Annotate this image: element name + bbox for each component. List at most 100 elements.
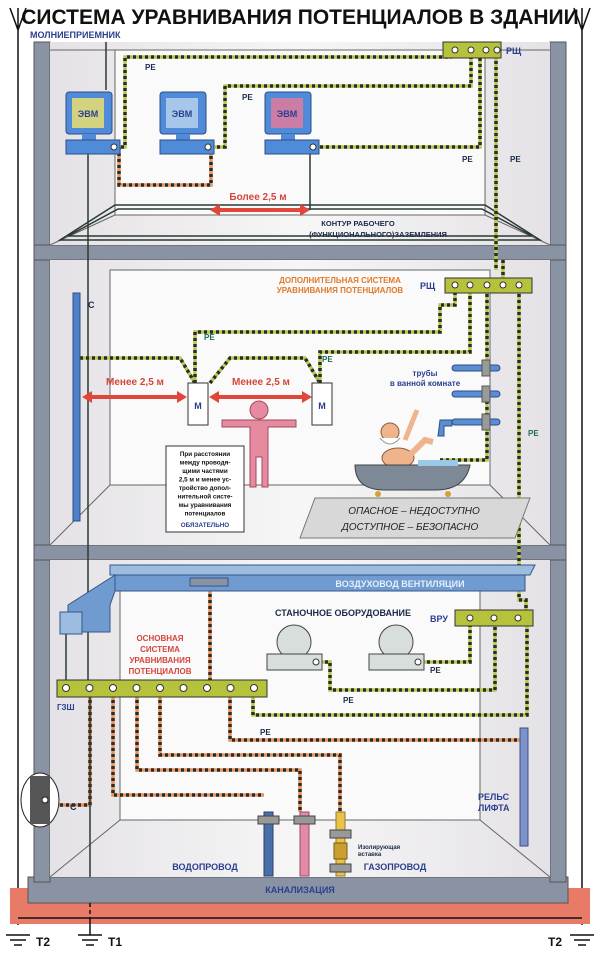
water-pipe-label: ВОДОПРОВОД [172, 862, 238, 872]
metal-device [311, 382, 333, 426]
main-earthing-bus [56, 679, 268, 698]
pe-conductor-stripe [208, 356, 322, 385]
distribution-panel-label: ВРУ [430, 614, 448, 624]
insulating-insert-label: Изолирующая [358, 845, 401, 851]
pe-conductor-stripe [135, 688, 302, 812]
computer: ЭВМ [159, 91, 215, 155]
bathtub-with-man [354, 409, 471, 497]
duct-label: ВОЗДУХОВОД ВЕНТИЛЯЦИИ [335, 579, 464, 589]
additional-system-label: ДОПОЛНИТЕЛЬНАЯ СИСТЕМА [279, 276, 401, 285]
insulating-insert-label-2: вставка [358, 852, 382, 858]
note-line: 2,5 м и менее ус- [179, 477, 231, 484]
hot-water-pipe [299, 811, 310, 877]
elevator-rail [519, 727, 529, 847]
pe-label: PE [343, 696, 354, 705]
pe-conductor-stripe [211, 55, 473, 149]
column-label: С [88, 300, 95, 310]
main-earthing-bus-label: ГЗШ [57, 703, 75, 712]
panel-floor2 [444, 277, 533, 294]
lightning-rod-left [9, 7, 27, 925]
pe-conductor [80, 356, 197, 384]
main-system-label-2: СИСТЕМА [140, 645, 180, 654]
pipes [257, 811, 352, 877]
distance-label: Более 2,5 м [229, 192, 286, 203]
pe-conductor [111, 688, 264, 797]
bathroom-pipes-label: трубы [413, 369, 438, 378]
distribution-panel [454, 609, 534, 627]
distance-arrow [210, 204, 310, 216]
foundation [27, 876, 569, 904]
pe-label: PE [145, 63, 156, 72]
functional-ground-contour [57, 204, 543, 241]
machines-label: СТАНОЧНОЕ ОБОРУДОВАНИЕ [275, 608, 411, 618]
sewer-pipe-section [20, 772, 60, 828]
bathroom-pipes [437, 359, 501, 437]
main-system-label-3: УРАВНИВАНИЯ [129, 656, 190, 665]
pe-conductor-stripe [228, 688, 525, 742]
machine-tool [266, 624, 323, 671]
sewer-label: КАНАЛИЗАЦИЯ [265, 885, 335, 895]
lightning-rod-right [573, 7, 591, 925]
gas-pipe-label: ГАЗОПРОВОД [364, 862, 427, 872]
pe-conductor-stripe [421, 626, 472, 664]
computer-label: ЭВМ [78, 109, 98, 119]
note-line: нительной систе- [178, 493, 233, 501]
distance-arrows [82, 391, 312, 403]
pe-conductor-stripe [318, 288, 472, 383]
rooms [49, 42, 551, 878]
device-label: М [194, 401, 202, 411]
pe-conductor-stripe [517, 288, 528, 612]
column-label: С [70, 802, 77, 812]
ventilation-duct [59, 564, 536, 635]
ground-label-t2-right: Т2 [548, 935, 562, 949]
pe-conductor-stripe [193, 288, 457, 383]
distance-label: Менее 2,5 м [232, 377, 290, 388]
additional-system-label-2: УРАВНИВАНИЯ ПОТЕНЦИАЛОВ [277, 286, 404, 295]
note-emphasis: ОБЯЗАТЕЛЬНО [181, 522, 230, 529]
lightning-rod-label: МОЛНИЕПРИЕМНИК [30, 30, 121, 40]
computer-label: ЭВМ [172, 109, 192, 119]
panel-floor1 [442, 41, 502, 59]
device-label: М [318, 401, 326, 411]
warning-sign [299, 497, 531, 539]
pe-label: PE [528, 429, 539, 438]
metal-device [187, 382, 209, 426]
bathroom-pipes-label-2: в ванной комнате [390, 379, 461, 388]
ground-electrode-symbols [6, 903, 594, 946]
insulating-insert [333, 842, 348, 860]
panel-floor1-label: РЩ [506, 46, 522, 56]
pe-label: PE [430, 666, 441, 675]
panel-floor2-label: РЩ [420, 281, 436, 291]
elevator-rail-label: РЕЛЬС [478, 792, 510, 802]
page-title: СИСТЕМА УРАВНИВАНИЯ ПОТЕНЦИАЛОВ В ЗДАНИИ [21, 6, 579, 29]
ground-label-t2-left: Т2 [36, 935, 50, 949]
computer: ЭВМ [65, 91, 121, 155]
pe-label: PE [242, 93, 253, 102]
pe-label: PE [204, 333, 215, 342]
computer-label: ЭВМ [277, 109, 297, 119]
pe-label: PE [462, 155, 473, 164]
pe-conductor-stripe [319, 626, 497, 692]
note-line: потенциалов [185, 511, 226, 518]
pe-conductor-stripe [251, 626, 529, 717]
pe-conductor-stripe [115, 55, 452, 149]
wires [45, 42, 529, 877]
note-line: При расстоянии [180, 451, 230, 458]
pe-label: PE [260, 728, 271, 737]
contour-label: КОНТУР РАБОЧЕГО [321, 219, 395, 228]
pe-conductor-stripe [158, 688, 342, 830]
pe-label: PE [510, 155, 521, 164]
person-figure [221, 400, 297, 488]
pe-conductor-stripe [314, 55, 482, 149]
contour-label-2: (ФУНКЦИОНАЛЬНОГО)ЗАЗЕМЛЕНИЯ [309, 230, 447, 239]
main-system-label: ОСНОВНАЯ [136, 634, 183, 643]
metal-column [72, 292, 81, 522]
pe-label: PE [322, 355, 333, 364]
note-line: между проводя- [180, 460, 231, 467]
pe-conductor-stripe [117, 147, 213, 187]
sign-line-2: ДОСТУПНОЕ – БЕЗОПАСНО [341, 522, 479, 533]
main-system-label-4: ПОТЕНЦИАЛОВ [128, 667, 191, 676]
sign-line-1: ОПАСНОЕ – НЕДОСТУПНО [348, 506, 480, 517]
distance-label: Менее 2,5 м [106, 377, 164, 388]
